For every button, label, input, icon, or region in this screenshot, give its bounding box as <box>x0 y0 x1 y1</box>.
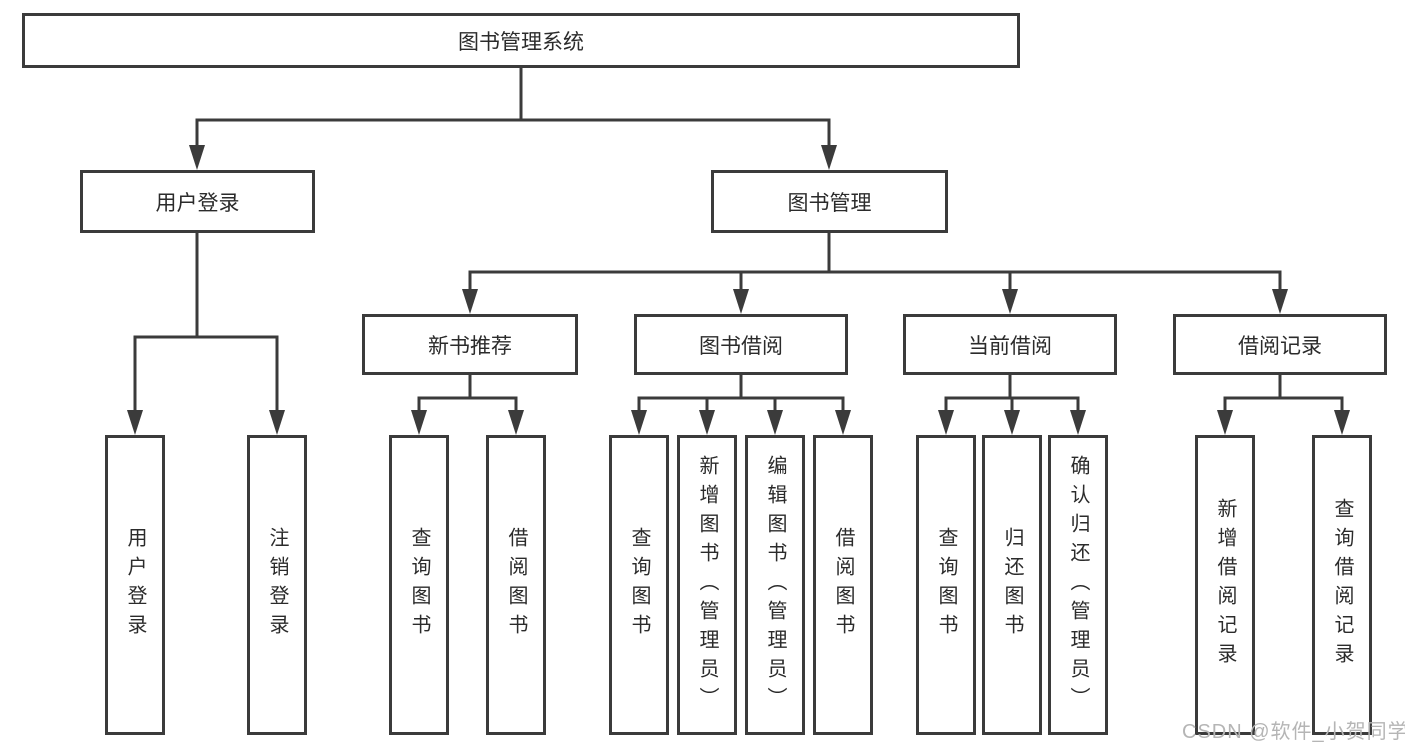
node-user-login: 用户登录 <box>80 170 315 233</box>
leaf-borrowing-query-books: 查询图书 <box>609 435 669 735</box>
node-root: 图书管理系统 <box>22 13 1020 68</box>
node-book-management: 图书管理 <box>711 170 948 233</box>
leaf-borrowing-edit-books-admin: 编辑图书（管理员） <box>745 435 805 735</box>
leaf-records-query-record: 查询借阅记录 <box>1312 435 1372 735</box>
leaf-current-confirm-return-admin: 确认归还（管理员） <box>1048 435 1108 735</box>
node-current-borrowing: 当前借阅 <box>903 314 1117 375</box>
leaf-user-login: 用户登录 <box>105 435 165 735</box>
node-new-book-recommend: 新书推荐 <box>362 314 578 375</box>
leaf-logout: 注销登录 <box>247 435 307 735</box>
leaf-recommend-query-books: 查询图书 <box>389 435 449 735</box>
leaf-current-return-books: 归还图书 <box>982 435 1042 735</box>
leaf-borrowing-borrow-books: 借阅图书 <box>813 435 873 735</box>
csdn-watermark: CSDN @软件_小贺同学 <box>1182 721 1405 743</box>
leaf-borrowing-add-books-admin: 新增图书（管理员） <box>677 435 737 735</box>
leaf-records-add-record: 新增借阅记录 <box>1195 435 1255 735</box>
leaf-current-query-books: 查询图书 <box>916 435 976 735</box>
node-book-borrowing: 图书借阅 <box>634 314 848 375</box>
node-borrowing-records: 借阅记录 <box>1173 314 1387 375</box>
leaf-recommend-borrow-books: 借阅图书 <box>486 435 546 735</box>
